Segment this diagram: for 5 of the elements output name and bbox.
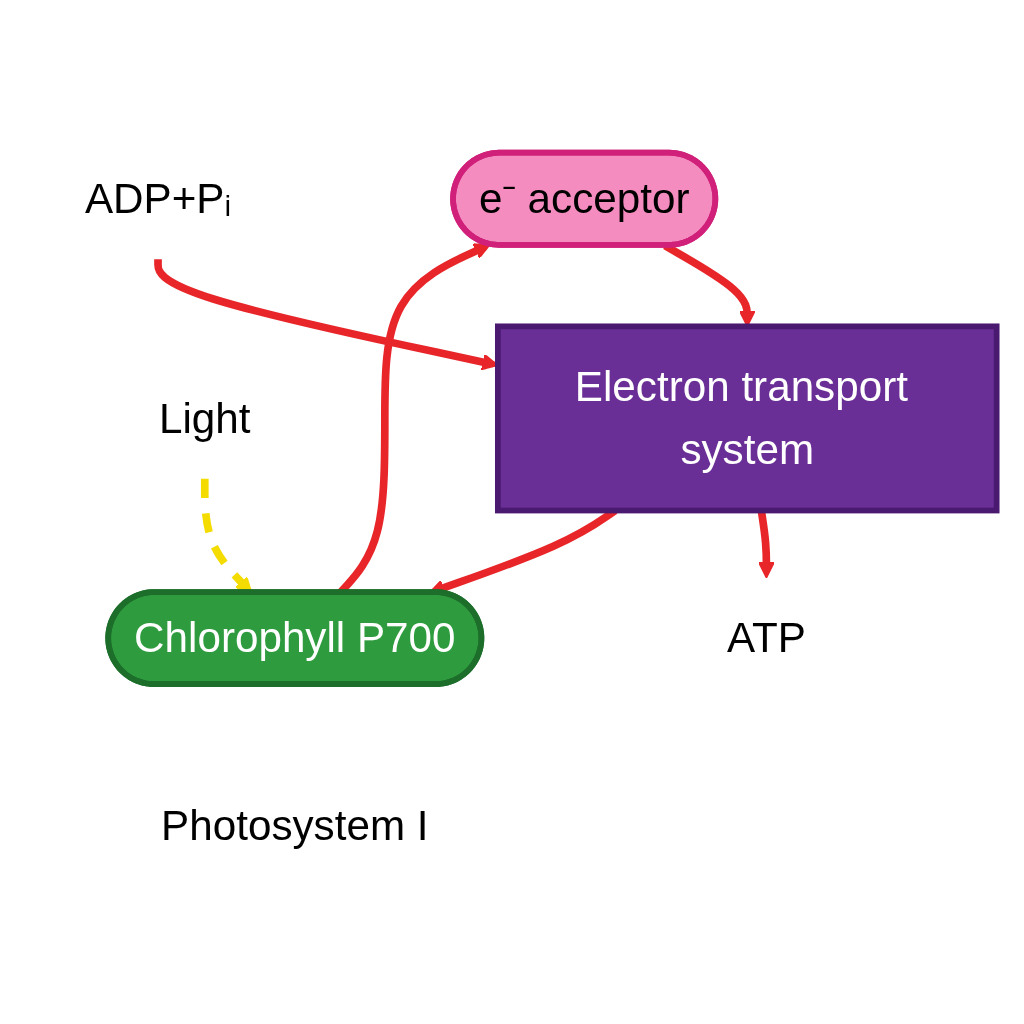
node-text: ADP+Pᵢ: [84, 174, 232, 223]
node-box: Electron transport system: [495, 323, 1000, 513]
node-text: Light: [159, 394, 251, 442]
node-text: ATP: [726, 613, 806, 662]
node-label: Photosystem I: [161, 801, 429, 850]
